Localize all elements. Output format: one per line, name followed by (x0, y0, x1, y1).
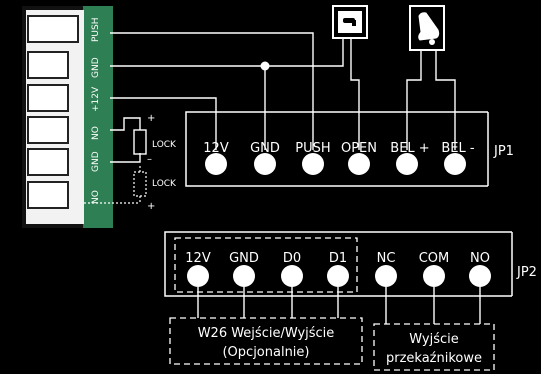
jp2-title: JP2 (516, 265, 537, 280)
jp2-pin: D0 (281, 251, 303, 287)
terminal-label: GND (29, 57, 66, 75)
terminal-row: GND (27, 148, 69, 176)
terminal-block: PUSH GND 12V NC GND NO PUSH GND +12V NO … (22, 6, 113, 228)
terminal-row: NO (27, 181, 69, 209)
jp2-pin: COM (419, 251, 450, 287)
terminal-label: GND (29, 154, 66, 172)
jp2-pin: GND (229, 251, 259, 287)
relay-sublabel: przekaźnikowe (386, 351, 482, 366)
relay-label: Wyjście (409, 332, 458, 347)
pin-label: 12V (185, 251, 211, 266)
side-label: +12V (91, 86, 101, 112)
side-label: NO (91, 126, 101, 140)
side-label: PUSH (91, 18, 101, 43)
terminal-row: GND (27, 51, 69, 79)
jp1-pin: OPEN (341, 141, 377, 175)
jp2-pin: NO (469, 251, 491, 287)
jp1-pin: GND (250, 141, 280, 175)
terminal-label: NC (36, 122, 61, 140)
lock-nc-icon (133, 129, 147, 155)
lock-plus: + (147, 113, 155, 124)
door-button-icon (332, 5, 368, 39)
bell-icon (409, 5, 445, 51)
pin-label: COM (419, 251, 450, 266)
terminal-label: PUSH (30, 21, 76, 39)
lock-no-icon (133, 171, 147, 197)
wiegand-label: W26 Wejście/Wyjście (198, 326, 335, 341)
pin-label: GND (250, 141, 280, 156)
jp2-pin: NC (375, 251, 397, 287)
lock-label: LOCK (152, 140, 177, 150)
jp2-connector: JP2 12V GND D0 D1 NC COM NO (164, 231, 537, 297)
lock-minus: – (147, 154, 152, 165)
terminal-row: PUSH (27, 15, 79, 43)
jp1-pin: 12V (203, 141, 229, 175)
pin-label: BEL + (390, 141, 429, 156)
terminal-row: 12V (27, 84, 69, 112)
lock-symbols: LOCK LOCK + – + (84, 113, 177, 212)
jp2-leads (197, 287, 481, 324)
jp1-connector: JP1 12V GND PUSH OPEN BEL + BEL - (185, 111, 514, 187)
side-label: GND (91, 151, 101, 172)
pin-label: OPEN (341, 141, 377, 156)
lock-label: LOCK (152, 179, 177, 189)
jp1-title: JP1 (493, 144, 514, 159)
jp1-pin: BEL - (441, 141, 475, 175)
lock-plus: + (147, 201, 155, 212)
wiegand-pin-group (174, 237, 358, 293)
terminal-row: NC (27, 116, 69, 144)
wiegand-sublabel: (Opcjonalnie) (222, 345, 309, 360)
pin-label: D1 (329, 251, 347, 266)
side-label: NO (91, 190, 101, 204)
pin-label: NO (470, 251, 490, 266)
junction-dot (260, 61, 270, 71)
pin-label: BEL - (441, 141, 475, 156)
pin-label: D0 (283, 251, 301, 266)
pin-label: 12V (203, 141, 229, 156)
jp2-pin: D1 (327, 251, 349, 287)
side-label: GND (91, 57, 101, 78)
jp1-pin: PUSH (295, 141, 331, 175)
relay-group: Wyjście przekaźnikowe (373, 323, 495, 371)
terminal-label: 12V (33, 90, 64, 108)
wiegand-group: W26 Wejście/Wyjście (Opcjonalnie) (169, 317, 363, 365)
pin-label: PUSH (295, 141, 330, 156)
pin-label: GND (229, 251, 259, 266)
jp1-pin: BEL + (390, 141, 430, 175)
jp2-pin: 12V (185, 251, 211, 287)
pin-label: NC (377, 251, 396, 266)
terminal-label: NO (35, 187, 60, 205)
